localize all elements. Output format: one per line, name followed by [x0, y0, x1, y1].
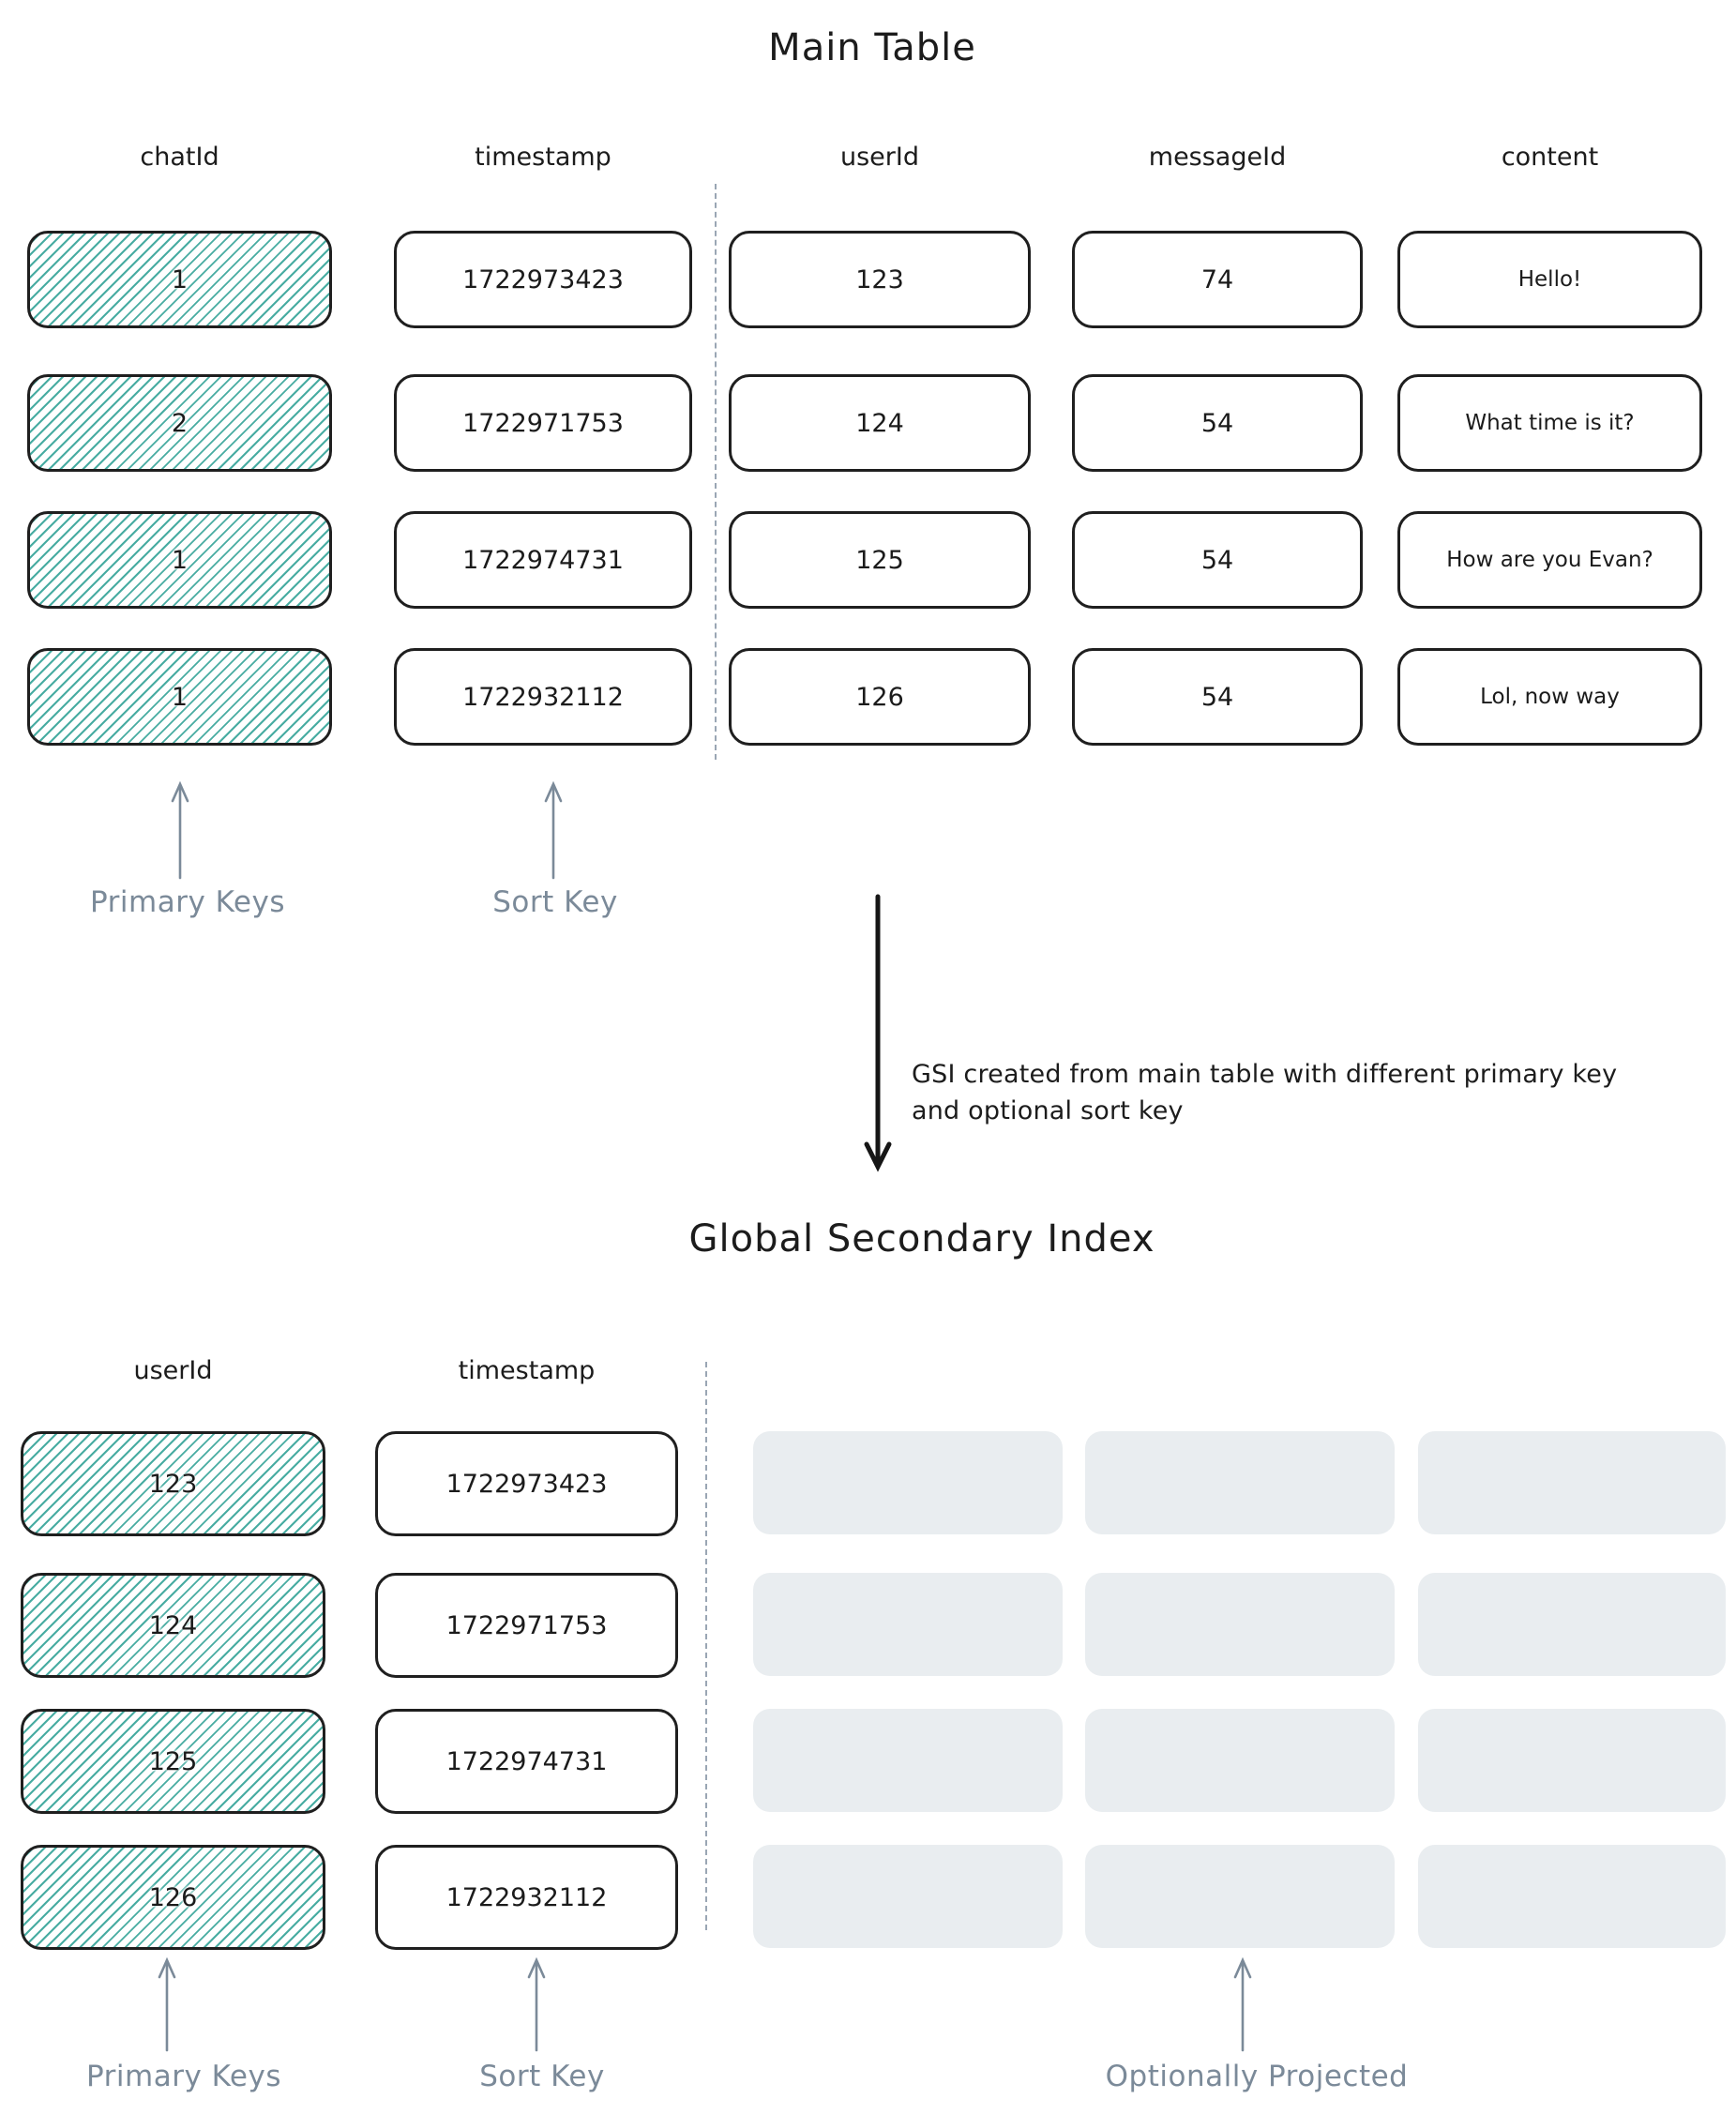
projected-placeholder-cell — [1085, 1431, 1395, 1534]
gsi-cell-userid: 123 — [21, 1431, 325, 1536]
gsi-cell-timestamp: 1722974731 — [375, 1709, 678, 1814]
main-header-messageid: messageId — [1148, 143, 1287, 172]
main-cell-timestamp: 1722974731 — [394, 511, 692, 609]
main-cell-messageid: 54 — [1072, 374, 1363, 472]
gsi-annotation: GSI created from main table with differe… — [912, 1060, 1618, 1126]
up-arrow-icon — [158, 1956, 176, 2052]
projected-placeholder-cell — [1085, 1573, 1395, 1676]
projected-placeholder-cell — [1085, 1709, 1395, 1812]
projected-placeholder-cell — [753, 1431, 1063, 1534]
main-cell-content: Hello! — [1397, 231, 1702, 328]
main-cell-messageid: 74 — [1072, 231, 1363, 328]
gsi-title: Global Secondary Index — [688, 1217, 1155, 1261]
main-cell-userid: 126 — [729, 648, 1031, 746]
gsi-cell-userid: 125 — [21, 1709, 325, 1814]
main-cell-messageid: 54 — [1072, 648, 1363, 746]
main-header-timestamp: timestamp — [475, 143, 611, 172]
projected-placeholder-cell — [1418, 1573, 1726, 1676]
main-cell-content: What time is it? — [1397, 374, 1702, 472]
gsi-cell-timestamp: 1722932112 — [375, 1845, 678, 1950]
main-key-attr-divider — [715, 184, 717, 760]
up-arrow-icon — [544, 780, 563, 880]
projected-placeholder-cell — [1418, 1709, 1726, 1812]
projected-placeholder-cell — [753, 1845, 1063, 1948]
main-cell-chatid: 2 — [27, 374, 332, 472]
main-cell-userid: 123 — [729, 231, 1031, 328]
projected-placeholder-cell — [753, 1573, 1063, 1676]
gsi-primary-keys-label: Primary Keys — [86, 2060, 281, 2093]
up-arrow-icon — [527, 1956, 546, 2052]
projected-placeholder-cell — [1085, 1845, 1395, 1948]
main-cell-userid: 125 — [729, 511, 1031, 609]
projected-placeholder-cell — [1418, 1431, 1726, 1534]
gsi-header-userid: userId — [133, 1356, 213, 1385]
main-header-content: content — [1501, 143, 1599, 172]
projected-placeholder-cell — [1418, 1845, 1726, 1948]
main-sort-key-label: Sort Key — [492, 885, 618, 919]
gsi-optionally-projected-label: Optionally Projected — [1105, 2060, 1409, 2093]
gsi-cell-timestamp: 1722971753 — [375, 1573, 678, 1678]
gsi-sort-key-label: Sort Key — [479, 2060, 605, 2093]
main-cell-chatid: 1 — [27, 511, 332, 609]
gsi-header-timestamp: timestamp — [458, 1356, 596, 1385]
main-cell-timestamp: 1722971753 — [394, 374, 692, 472]
gsi-key-attr-divider — [705, 1362, 707, 1930]
down-arrow-icon — [864, 894, 892, 1172]
main-header-userid: userId — [840, 143, 919, 172]
main-cell-chatid: 1 — [27, 648, 332, 746]
gsi-cell-userid: 124 — [21, 1573, 325, 1678]
main-primary-keys-label: Primary Keys — [90, 885, 285, 919]
gsi-cell-userid: 126 — [21, 1845, 325, 1950]
main-header-chatid: chatId — [140, 143, 219, 172]
main-cell-userid: 124 — [729, 374, 1031, 472]
up-arrow-icon — [171, 780, 189, 880]
projected-placeholder-cell — [753, 1709, 1063, 1812]
main-cell-chatid: 1 — [27, 231, 332, 328]
main-cell-content: Lol, now way — [1397, 648, 1702, 746]
main-cell-timestamp: 1722973423 — [394, 231, 692, 328]
main-cell-messageid: 54 — [1072, 511, 1363, 609]
main-cell-content: How are you Evan? — [1397, 511, 1702, 609]
main-table-title: Main Table — [768, 26, 976, 69]
main-cell-timestamp: 1722932112 — [394, 648, 692, 746]
up-arrow-icon — [1233, 1956, 1252, 2052]
gsi-cell-timestamp: 1722973423 — [375, 1431, 678, 1536]
